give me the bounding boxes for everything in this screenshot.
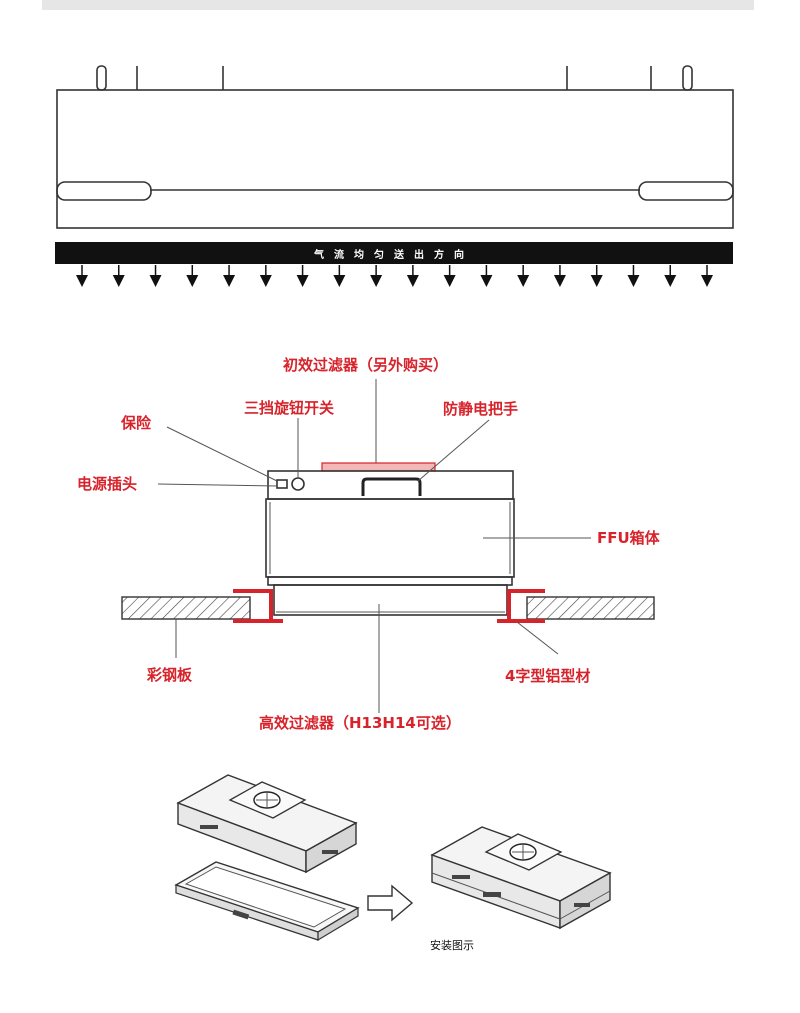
airflow-arrow-icon — [664, 275, 677, 287]
airflow-arrow-icon — [590, 275, 603, 287]
airflow-arrow-icon — [627, 275, 640, 287]
right-peg — [682, 65, 693, 91]
filter-panel-side — [317, 906, 359, 942]
airflow-arrow-icon — [76, 275, 88, 287]
airflow-arrow-icon — [406, 275, 419, 287]
airflow-arrow-icon — [701, 275, 713, 287]
box-top — [267, 470, 514, 500]
airflow-arrow-icon — [333, 275, 346, 287]
pre-filter-plate — [321, 462, 436, 472]
leader-plug — [157, 483, 278, 487]
airflow-arrow-icon — [149, 275, 162, 287]
airflow-band — [55, 242, 733, 264]
install-illustration: 安装图示 — [174, 774, 612, 952]
side-view — [56, 65, 734, 229]
label-fuse: 保险 — [120, 414, 152, 432]
airflow-arrow-icon — [186, 275, 199, 287]
hepa-filter — [273, 584, 508, 616]
box2-handle-right — [574, 903, 590, 907]
alu-profile-left-top — [233, 589, 273, 622]
airflow-arrow-icon — [370, 275, 383, 287]
leader-alu — [516, 621, 559, 655]
section-view: 初效过滤器（另外购买） 三挡旋钮开关 保险 防静电把手 电源插头 FFU箱体 彩… — [77, 356, 661, 732]
install-arrow-icon — [367, 884, 414, 922]
left-peg — [96, 65, 107, 91]
label-aluminum-profile: 4字型铝型材 — [505, 667, 590, 685]
left-handle — [56, 181, 152, 201]
box2-handle-left — [452, 875, 470, 879]
airflow-arrow-icon — [480, 275, 493, 287]
right-handle — [638, 181, 734, 201]
box2-handle-center — [483, 892, 501, 897]
label-power-plug: 电源插头 — [77, 475, 137, 493]
fuse-icon — [276, 479, 288, 489]
label-ffu-box: FFU箱体 — [597, 529, 661, 547]
label-speed-switch: 三挡旋钮开关 — [244, 399, 334, 417]
side-body — [56, 89, 734, 229]
label-hepa-filter: 高效过滤器（H13H14可选） — [259, 714, 461, 732]
steel-panel-right — [526, 596, 655, 620]
airflow-band-text: 气流均匀送出方向 — [313, 248, 474, 261]
airflow-arrows — [76, 265, 713, 287]
install-caption: 安装图示 — [430, 938, 474, 952]
airflow-arrow-icon — [259, 275, 272, 287]
box-bottom-rim — [267, 576, 513, 586]
airflow-arrow-icon — [296, 275, 309, 287]
airflow-arrow-icon — [553, 275, 566, 287]
label-antistatic-handle: 防静电把手 — [443, 400, 518, 418]
ffu-box — [265, 498, 515, 578]
alu-profile-right-top — [507, 589, 545, 622]
handle-icon — [361, 477, 422, 496]
filter-panel-inner — [184, 866, 347, 928]
knob-icon — [291, 477, 305, 491]
top-strip — [42, 0, 754, 10]
steel-panel-left — [121, 596, 251, 620]
airflow-arrow-icon — [517, 275, 530, 287]
airflow-arrow-icon — [443, 275, 456, 287]
box1-handle-right — [322, 850, 338, 854]
label-pre-filter: 初效过滤器（另外购买） — [283, 356, 448, 374]
box1-handle-left — [200, 825, 218, 829]
leader-handle — [417, 419, 490, 482]
airflow-arrow-icon — [223, 275, 236, 287]
label-steel-plate: 彩钢板 — [146, 666, 193, 684]
box1-side-face — [305, 821, 357, 874]
airflow-arrow-icon — [112, 275, 125, 287]
leader-fuse — [166, 426, 278, 482]
filter-handle — [232, 909, 250, 920]
